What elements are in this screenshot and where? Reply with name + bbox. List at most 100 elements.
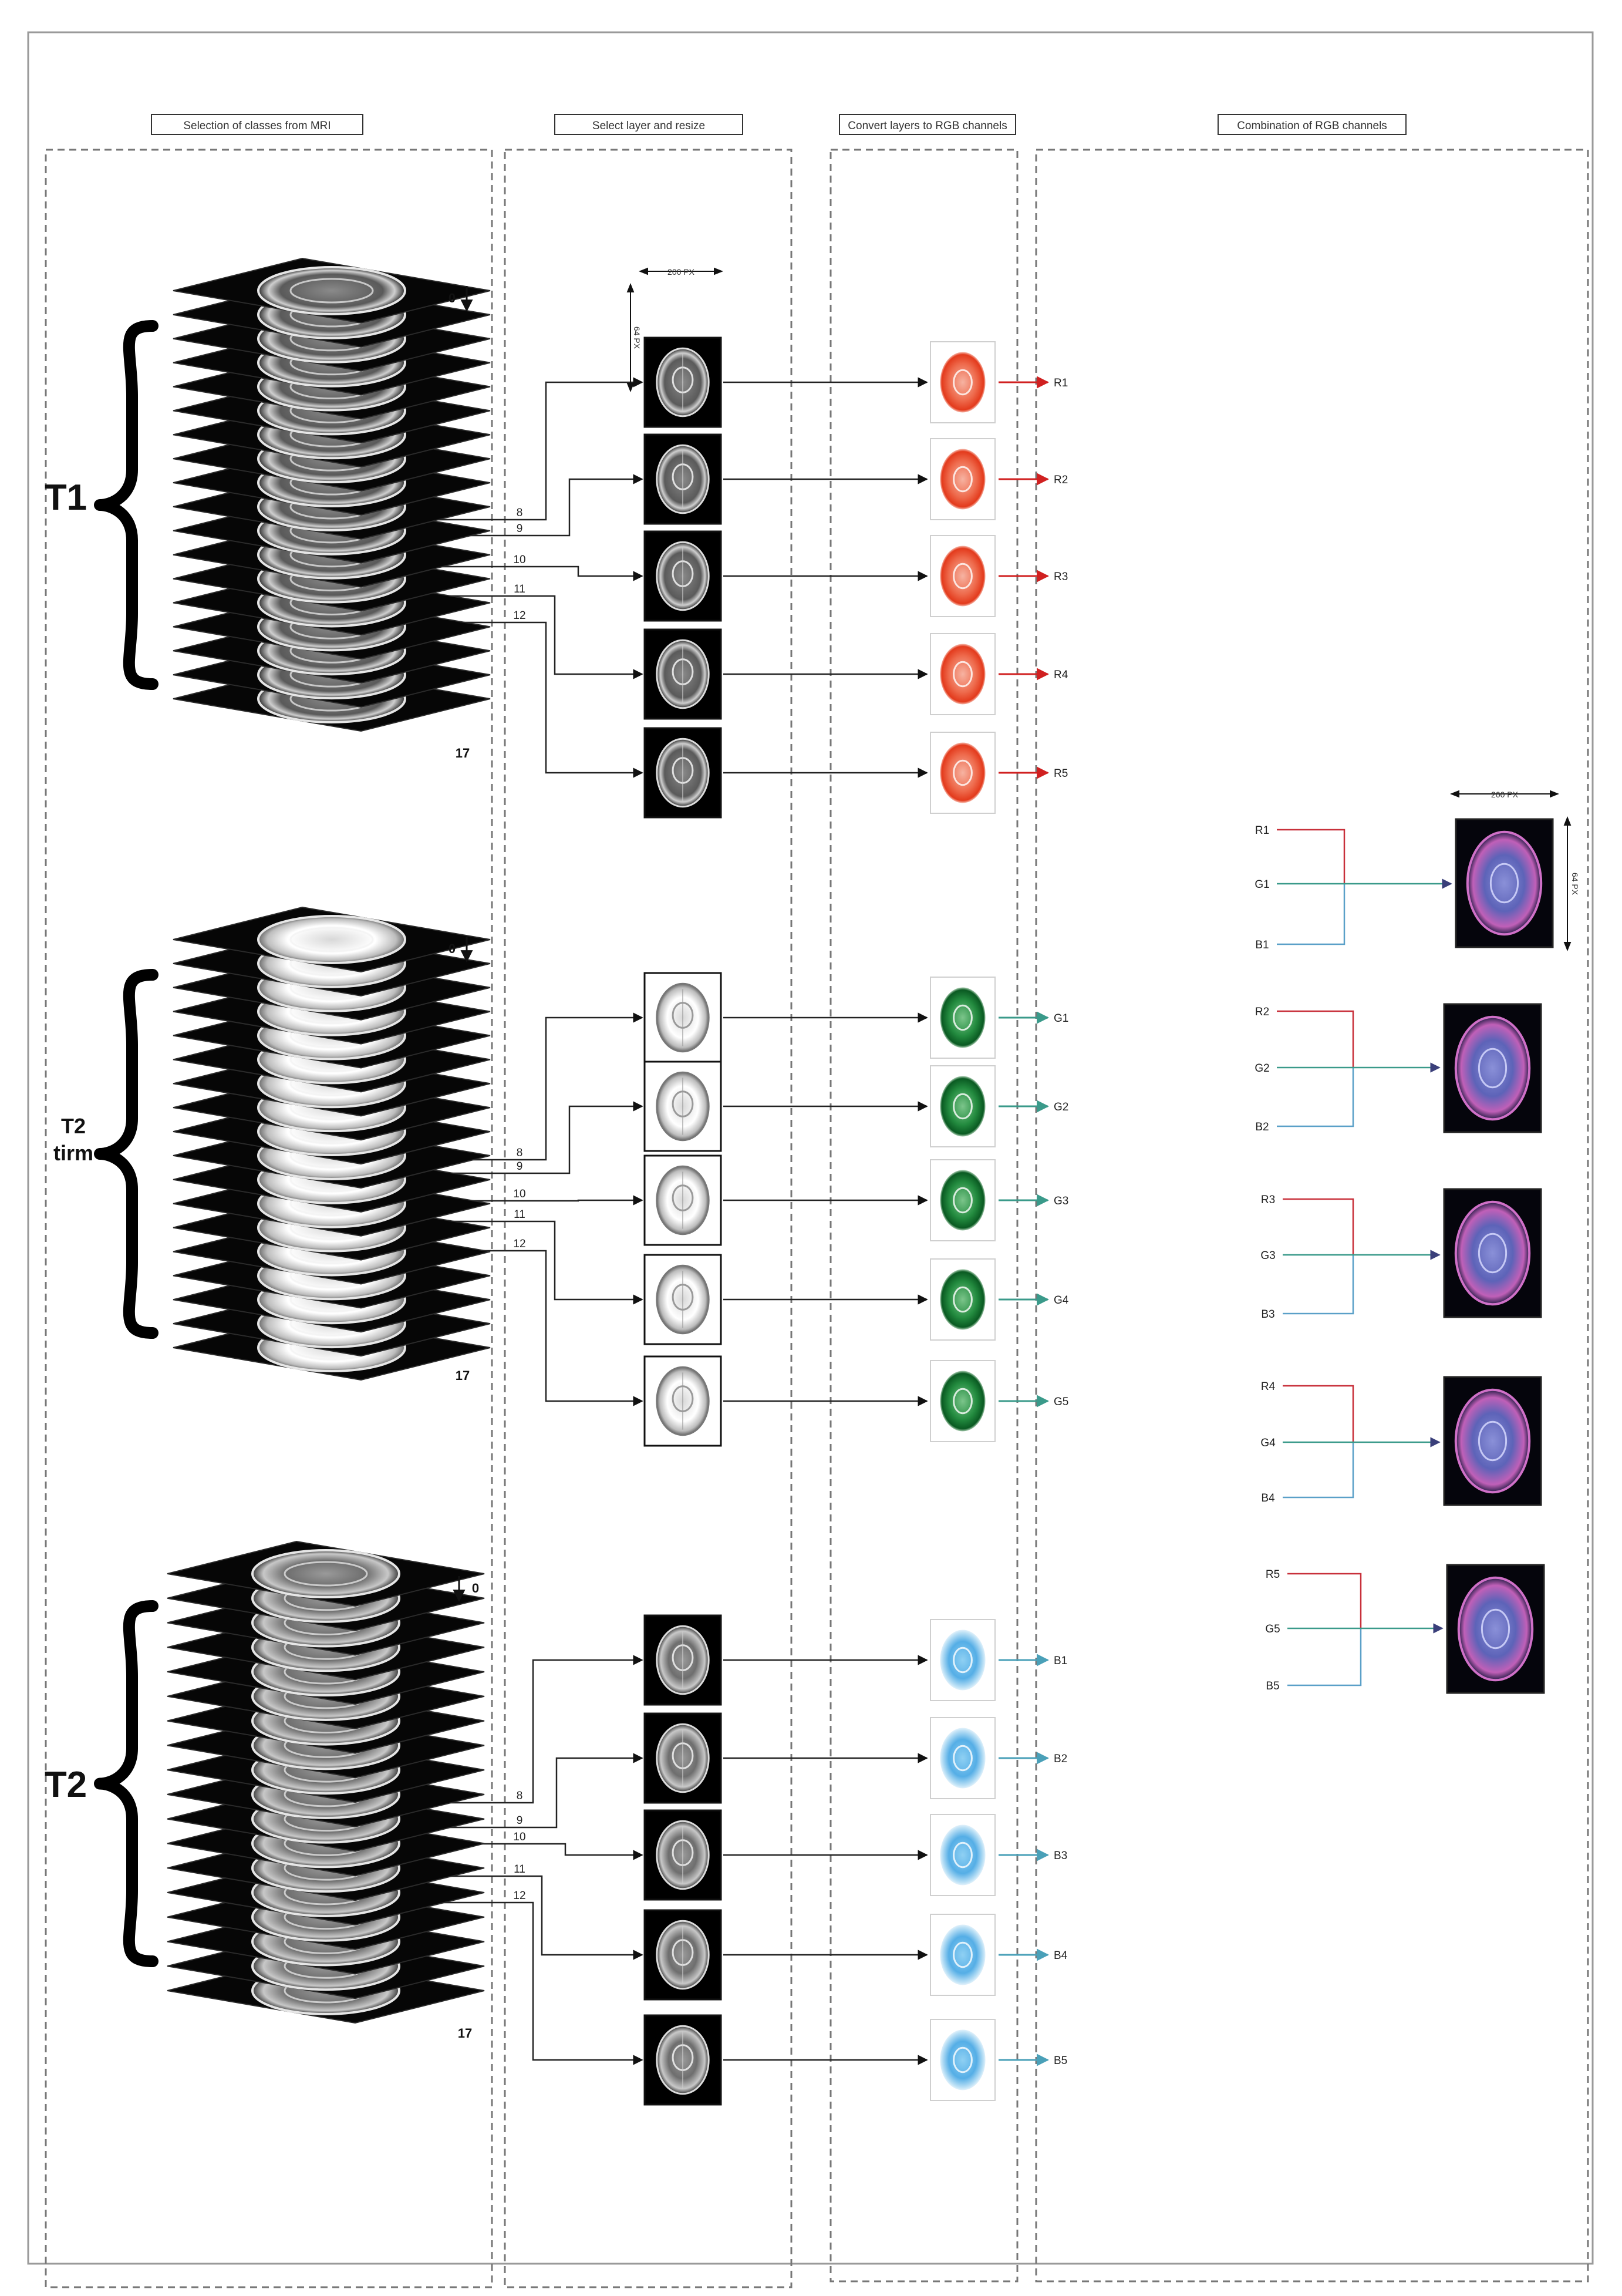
combined-tile-brain bbox=[1456, 1017, 1529, 1119]
comb-b-label: B4 bbox=[1261, 1492, 1275, 1504]
channel-label: B2 bbox=[1054, 1753, 1067, 1765]
channel-label: R1 bbox=[1054, 377, 1068, 389]
comb-r-label: R3 bbox=[1261, 1194, 1275, 1206]
layer-index-label: 8 bbox=[517, 507, 523, 519]
channel-tile-brain bbox=[939, 1170, 986, 1231]
comb-width-dim-label: 200 PX bbox=[1491, 790, 1519, 799]
channel-tile-brain bbox=[939, 1924, 986, 1986]
channel-tile-brain bbox=[939, 1371, 986, 1432]
comb-g-label: G5 bbox=[1265, 1623, 1280, 1635]
channel-tile-red bbox=[930, 439, 995, 520]
layer-index-label: 11 bbox=[514, 583, 525, 595]
combined-tile bbox=[1444, 1377, 1541, 1505]
channel-tile-brain bbox=[939, 742, 986, 804]
channel-tile-blue bbox=[930, 1914, 995, 1995]
comb-red-line bbox=[1277, 1011, 1353, 1068]
channel-tile-blue bbox=[930, 1620, 995, 1701]
channel-tile-brain bbox=[939, 1728, 986, 1789]
channel-tile-blue bbox=[930, 2019, 995, 2100]
layer-tile bbox=[645, 338, 721, 427]
channel-label: R2 bbox=[1054, 474, 1068, 486]
comb-r-label: R2 bbox=[1255, 1006, 1269, 1018]
channel-tile-blue bbox=[930, 1718, 995, 1799]
channel-tile-green bbox=[930, 1160, 995, 1241]
layer-index-label: 12 bbox=[513, 1238, 525, 1250]
channel-tile-brain bbox=[939, 1824, 986, 1886]
layer-index-label: 10 bbox=[513, 554, 525, 566]
comb-red-line bbox=[1277, 830, 1344, 884]
comb-red-line bbox=[1283, 1199, 1353, 1255]
channel-tile-red bbox=[930, 536, 995, 617]
channel-tile-green bbox=[930, 1066, 995, 1147]
mri-stack-2 bbox=[173, 907, 490, 1380]
comb-g-label: G4 bbox=[1260, 1437, 1276, 1449]
comb-r-label: R1 bbox=[1255, 824, 1269, 837]
comb-red-line bbox=[1283, 1386, 1353, 1442]
layer-connector bbox=[434, 1106, 642, 1173]
combined-tile bbox=[1447, 1565, 1544, 1693]
comb-b-label: B2 bbox=[1255, 1121, 1269, 1133]
comb-b-label: B5 bbox=[1266, 1680, 1279, 1692]
channel-tile-brain bbox=[939, 352, 986, 413]
bottom-index-label: 17 bbox=[456, 1368, 470, 1383]
channel-label: G2 bbox=[1054, 1101, 1068, 1113]
layer-index-label: 12 bbox=[513, 1890, 525, 1902]
combined-tile-brain bbox=[1468, 832, 1541, 934]
stack-label-line: T1 bbox=[45, 477, 87, 518]
layer-index-label: 8 bbox=[517, 1147, 523, 1159]
layer-tile bbox=[645, 629, 721, 719]
stack-label-1: T1 bbox=[45, 477, 87, 518]
stack-label-3: T2 bbox=[45, 1765, 87, 1805]
comb-blue-line bbox=[1283, 1255, 1353, 1314]
channel-tile-brain bbox=[939, 644, 986, 705]
comb-height-dim-label: 64 PX bbox=[1570, 873, 1580, 895]
bottom-index-label: 17 bbox=[458, 2026, 472, 2041]
stack-brace-2 bbox=[100, 975, 153, 1333]
comb-g-label: G2 bbox=[1255, 1062, 1269, 1075]
layer-tile bbox=[645, 1810, 721, 1900]
layer-tile bbox=[645, 1062, 721, 1151]
channel-label: B1 bbox=[1054, 1655, 1067, 1667]
channel-tile-brain bbox=[939, 1630, 986, 1691]
channel-label: B3 bbox=[1054, 1850, 1067, 1862]
panel-combination-title: Combination of RGB channels bbox=[1237, 120, 1387, 132]
comb-blue-line bbox=[1283, 1442, 1353, 1497]
layer-tile bbox=[645, 1156, 721, 1245]
layer-index-label: 9 bbox=[517, 1814, 523, 1827]
channel-label: G3 bbox=[1054, 1195, 1068, 1207]
layer-tile bbox=[645, 2015, 721, 2105]
slice-brain bbox=[258, 267, 405, 314]
stack-label-line: T2 bbox=[45, 1765, 87, 1805]
layer-tile bbox=[645, 1615, 721, 1705]
layer-tile bbox=[645, 973, 721, 1062]
height-dim-label: 64 PX bbox=[632, 326, 642, 349]
layer-index-label: 11 bbox=[514, 1208, 525, 1221]
combined-tile-brain bbox=[1456, 1390, 1529, 1492]
layer-tile bbox=[645, 435, 721, 524]
channel-tile-brain bbox=[939, 449, 986, 510]
combined-tile bbox=[1444, 1004, 1541, 1132]
channel-tile-brain bbox=[939, 987, 986, 1049]
comb-b-label: B3 bbox=[1261, 1308, 1274, 1321]
channel-label: G5 bbox=[1054, 1396, 1068, 1408]
channel-label: G1 bbox=[1054, 1012, 1068, 1025]
layer-tile bbox=[645, 728, 721, 817]
combined-tile-brain bbox=[1459, 1578, 1532, 1680]
channel-tile-green bbox=[930, 1361, 995, 1442]
panel-select-layer-title: Select layer and resize bbox=[592, 120, 705, 132]
stack-label-line: T2 bbox=[61, 1114, 86, 1138]
comb-red-line bbox=[1287, 1574, 1361, 1628]
combined-tile bbox=[1456, 819, 1553, 947]
channel-label: B4 bbox=[1054, 1950, 1068, 1962]
layer-index-label: 10 bbox=[513, 1188, 525, 1200]
layer-tile bbox=[645, 1713, 721, 1803]
channel-label: R5 bbox=[1054, 767, 1068, 780]
width-dim-label: 200 PX bbox=[667, 267, 695, 277]
stack-brace-3 bbox=[100, 1606, 153, 1961]
bottom-index-label: 17 bbox=[456, 746, 470, 760]
comb-r-label: R4 bbox=[1261, 1381, 1276, 1393]
